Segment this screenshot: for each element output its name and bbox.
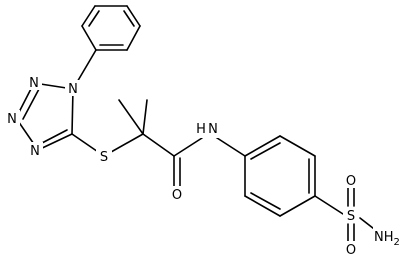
bond-ph-2	[81, 5, 96, 27]
bond-ph-1	[81, 25, 97, 51]
atom-nh2-main: NH	[374, 230, 394, 245]
atom-o-carbonyl: O	[172, 188, 182, 203]
bond-ph-5	[126, 25, 141, 51]
atom-s-sulfonyl: S	[347, 209, 355, 224]
atom-n-amide: N	[208, 122, 218, 137]
bond-cq-me1	[118, 99, 144, 135]
bond-nh-ar	[213, 135, 246, 157]
bond-cq-me2	[142, 99, 148, 135]
atom-s-thioether: S	[100, 150, 108, 165]
atom-h-amide: H	[196, 122, 206, 137]
atom-nh2: NH2	[374, 230, 400, 248]
atom-labels: N N N N S O H N S O O NH2	[4, 74, 405, 258]
bond-n2-n3-double	[22, 88, 40, 120]
bond-cq-cco	[142, 133, 175, 157]
bond-cco-nh	[173, 137, 203, 157]
bond-ph-4	[126, 5, 141, 27]
bond-ar-5	[244, 195, 281, 217]
atom-nh2-subscript: 2	[394, 237, 400, 248]
atom-o-sulfonyl-bottom: O	[346, 243, 356, 258]
bond-ar-s	[314, 195, 344, 215]
atom-n1: N	[68, 82, 78, 97]
bond-c5-n1	[71, 88, 74, 135]
atom-n2: N	[29, 76, 39, 91]
bond-n4-c5	[37, 133, 73, 151]
atom-n4: N	[30, 144, 40, 159]
bond-ar-4	[279, 195, 316, 217]
atom-o-sulfonyl-top: O	[346, 174, 356, 189]
bond-ph-double-2	[123, 10, 135, 27]
bond-ar-double-3	[250, 192, 281, 210]
bond-ar-2	[279, 135, 316, 157]
atom-n3: N	[7, 112, 17, 127]
bond-ar-1	[244, 135, 281, 157]
bond-n4-c5-double	[41, 129, 68, 144]
bond-ar-double-1	[250, 142, 281, 160]
bond-ph-double-1	[88, 10, 100, 27]
